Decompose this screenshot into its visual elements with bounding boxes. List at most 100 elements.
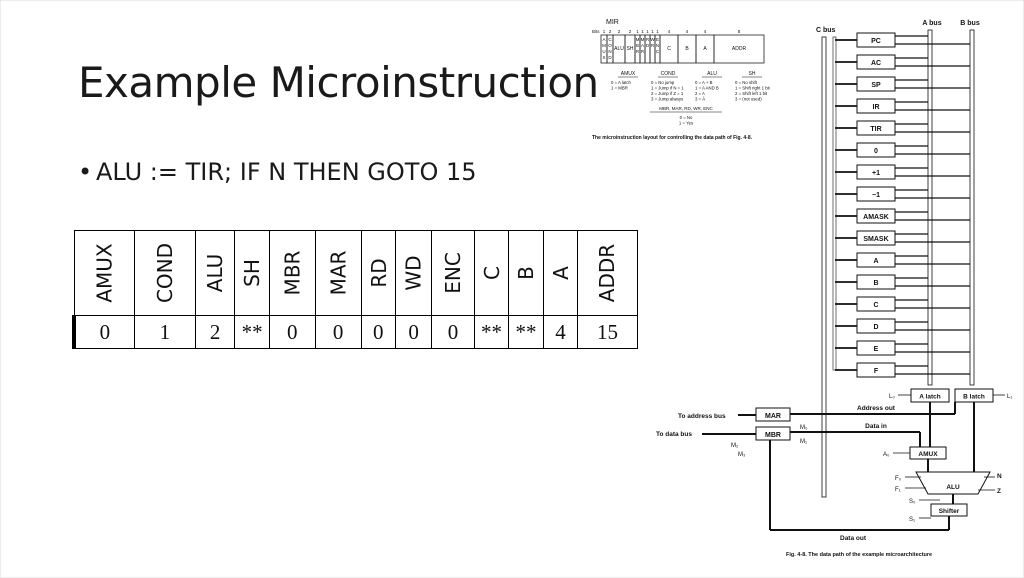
bullet-dot: • xyxy=(78,158,93,186)
to-address-bus-label: To address bus xyxy=(678,413,726,420)
m1-label: M₁ xyxy=(800,439,807,445)
mir-legend-line: 0 = No jump xyxy=(651,80,675,85)
mir-legend-line: 0 = No shift xyxy=(735,80,758,85)
table-cell-alu: 2 xyxy=(194,315,236,349)
register-label: D xyxy=(873,324,878,331)
mir-field-label: R xyxy=(636,49,640,54)
mir-legend-line: 2 = Shift left 1 bit xyxy=(735,91,768,96)
m3-label: M₃ xyxy=(738,452,746,458)
mir-field-label: A xyxy=(641,43,644,48)
a0-label: A₀ xyxy=(883,452,890,458)
register-label: AMASK xyxy=(863,214,889,221)
mir-bit-count: 4 xyxy=(686,29,689,34)
table-cell-b: ** xyxy=(508,315,544,349)
table-cell-addr: 15 xyxy=(577,315,638,349)
mir-bit-count: 2 xyxy=(629,29,632,34)
column-header-amux: AMUX xyxy=(73,230,135,316)
mir-legend-line: 1 = MBR xyxy=(611,86,628,91)
mir-legend-line: 1 = Jump if N = 1 xyxy=(651,86,684,91)
register-label: −1 xyxy=(872,192,880,199)
mir-bit-count: 8 xyxy=(738,29,741,34)
mir-field-label: C xyxy=(656,49,660,54)
column-header-b: B xyxy=(508,230,544,316)
address-out-label: Address out xyxy=(857,405,896,412)
f1-label: F₁ xyxy=(895,487,901,493)
mir-field-label: ALU xyxy=(614,46,624,52)
table-cell-cond: 1 xyxy=(133,315,196,349)
register-label: AC xyxy=(871,60,881,67)
bullet-item: •ALU := TIR; IF N THEN GOTO 15 xyxy=(78,158,477,186)
datapath-caption: Fig. 4-8. The data path of the example m… xyxy=(786,552,932,558)
alu-label: ALU xyxy=(946,484,960,491)
bits-label: Bits xyxy=(592,29,600,34)
table-cell-mbr: 0 xyxy=(268,315,316,349)
mir-legend-line: 2 = Jump if Z = 1 xyxy=(651,91,684,96)
mir-legend-line: 3 = Ā xyxy=(695,97,705,102)
column-header-enc: ENC xyxy=(431,230,475,316)
register-label: PC xyxy=(871,38,881,45)
table-cell-enc: 0 xyxy=(431,315,475,349)
column-header-alu: ALU xyxy=(194,230,236,316)
mir-legend-line: 3 = (not used) xyxy=(735,97,762,102)
register-label: +1 xyxy=(872,170,880,177)
mir-bit-count: 1 xyxy=(651,29,654,34)
mir-field-label: R xyxy=(641,49,645,54)
a-bus-label: A bus xyxy=(922,20,941,27)
b-bus-line xyxy=(969,29,975,386)
m0-label: M₀ xyxy=(800,425,808,431)
mir-field-label: D xyxy=(646,43,650,48)
amux-label: AMUX xyxy=(918,451,938,458)
mir-field-label: M xyxy=(641,37,645,42)
n-flag-label: N xyxy=(997,473,1002,480)
register-label: 0 xyxy=(874,148,878,155)
mir-legend-head: SH xyxy=(749,71,756,77)
register-label: A xyxy=(873,258,878,265)
l1-label: L₁ xyxy=(1007,394,1012,400)
table-cell-amux: 0 xyxy=(71,315,135,349)
b-bus-label: B bus xyxy=(960,20,980,27)
register-label: TIR xyxy=(870,126,881,133)
slide-title: Example Microinstruction xyxy=(78,58,599,107)
l0-label: L₀ xyxy=(889,394,895,400)
mir-field-label: A xyxy=(703,46,707,52)
mir-field-label: B xyxy=(636,43,639,48)
register-label: F xyxy=(874,368,879,375)
mir-field-label: ADDR xyxy=(732,46,747,52)
table-cell-sh: ** xyxy=(234,315,270,349)
mir-legend-line: 1 = A AND B xyxy=(695,86,719,91)
a-bus-line xyxy=(927,29,933,386)
s0-label: S₀ xyxy=(909,499,916,505)
mir-bit-count: 1 xyxy=(641,29,644,34)
mbr-label: MBR xyxy=(765,432,781,439)
shifter-label: Shifter xyxy=(939,508,960,515)
table-cell-mar: 0 xyxy=(314,315,362,349)
mir-legend-line: 2 = A xyxy=(695,91,705,96)
mir-bit-count: 1 xyxy=(646,29,649,34)
mir-field-label: W xyxy=(650,37,655,42)
bullet-text: ALU := TIR; IF N THEN GOTO 15 xyxy=(96,158,477,186)
table-cell-c: ** xyxy=(473,315,510,349)
data-in-label: Data in xyxy=(865,423,887,430)
mir-field-label: N xyxy=(608,49,611,54)
register-label: B xyxy=(873,280,878,287)
mir-field-label: C xyxy=(667,46,671,52)
table-cell-wd: 0 xyxy=(395,315,433,349)
mir-legend-head: COND xyxy=(661,71,676,77)
mir-legend-line: 3 = Jump always xyxy=(651,97,683,102)
mir-bit-count: 4 xyxy=(668,29,671,34)
f0-label: F₀ xyxy=(895,476,902,482)
mir-field-label: M xyxy=(602,43,606,48)
column-header-mbr: MBR xyxy=(268,230,316,316)
register-label: C xyxy=(873,302,878,309)
mir-field-label: N xyxy=(656,43,659,48)
table-cell-rd: 0 xyxy=(360,315,397,349)
mir-legend-line: 0 = A + B xyxy=(695,80,713,85)
register-label: SP xyxy=(871,82,881,89)
c-bus-label: C bus xyxy=(816,27,836,34)
mir-bit-count: 2 xyxy=(609,29,612,34)
mir-field-label: D xyxy=(608,55,612,60)
a-latch-label: A latch xyxy=(919,394,940,401)
